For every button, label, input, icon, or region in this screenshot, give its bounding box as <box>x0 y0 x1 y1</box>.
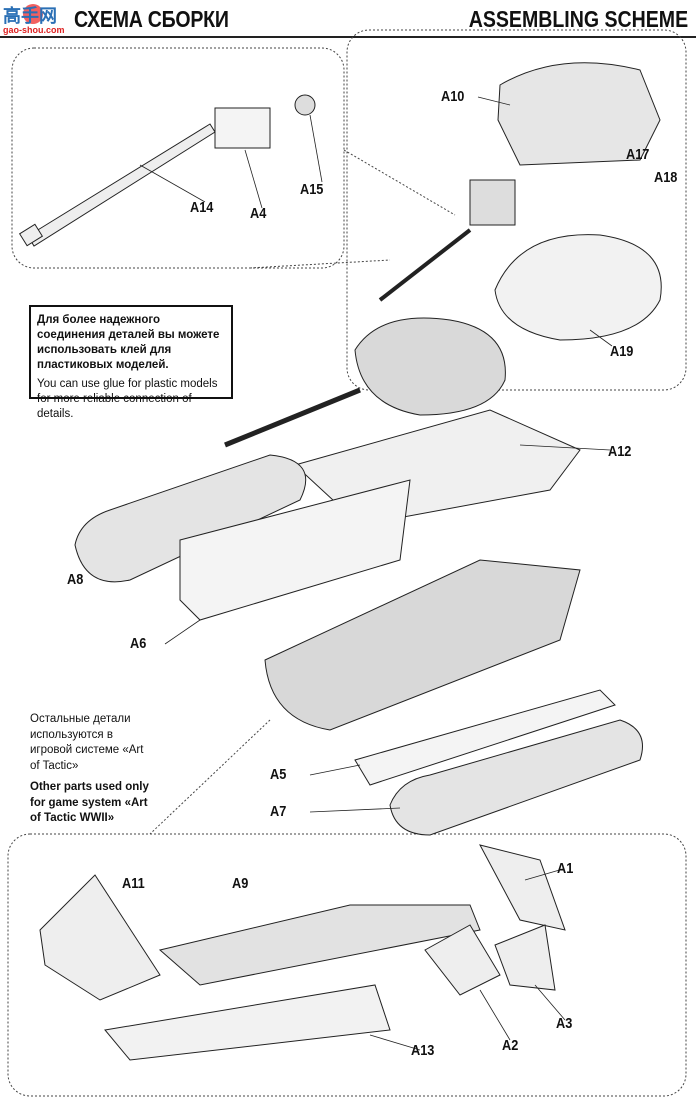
glue-note-en: You can use glue for plastic models for … <box>37 378 218 420</box>
other-parts-en: Other parts used only for game system «A… <box>30 781 149 824</box>
part-label-a5: A5 <box>270 766 287 783</box>
part-label-a13: A13 <box>411 1042 435 1059</box>
gun-detail-box <box>11 47 345 269</box>
part-label-a8: A8 <box>67 571 84 588</box>
track-a7 <box>389 719 643 836</box>
title-russian: СХЕМА СБОРКИ <box>74 6 229 32</box>
part-label-a2: A2 <box>502 1037 519 1054</box>
part-label-a15: A15 <box>300 181 324 198</box>
turret-top-a10 <box>497 62 661 166</box>
watermark-text: 高手网 <box>3 6 57 26</box>
part-label-a17: A17 <box>626 146 650 163</box>
part-a2 <box>424 924 501 996</box>
part-label-a18: A18 <box>654 169 678 186</box>
part-label-a12: A12 <box>608 443 632 460</box>
header: 高手网 gao-shou.com СХЕМА СБОРКИ ASSEMBLING… <box>0 0 696 38</box>
watermark-url: gao-shou.com <box>3 25 65 35</box>
other-parts-note: Остальные детали используются в игровой … <box>30 712 150 827</box>
glue-note: Для более надежного соединения деталей в… <box>29 305 233 420</box>
side-a6 <box>179 479 411 621</box>
part-label-a9: A9 <box>232 875 249 892</box>
title-english: ASSEMBLING SCHEME <box>468 6 688 32</box>
turret-ring-a19 <box>494 234 662 341</box>
other-parts-ru: Остальные детали используются в игровой … <box>30 713 144 772</box>
part-label-a7: A7 <box>270 803 287 820</box>
bottom-plate-a13 <box>104 984 391 1061</box>
thumb-icon <box>23 4 43 24</box>
chassis-a9 <box>264 559 581 731</box>
watermark-logo: 高手网 gao-shou.com <box>3 2 71 36</box>
part-label-a4: A4 <box>250 205 267 222</box>
part-label-a6: A6 <box>130 635 147 652</box>
gun-barrel-a14 <box>18 94 316 247</box>
side-a5 <box>354 689 616 786</box>
frame-a9 <box>158 904 481 986</box>
pin-a15 <box>294 94 316 116</box>
rear-a1 <box>479 844 566 931</box>
hull-detail-box <box>7 833 687 1097</box>
part-label-a14: A14 <box>190 199 214 216</box>
part-label-a1: A1 <box>557 860 574 877</box>
part-label-a3: A3 <box>556 1015 573 1032</box>
glue-note-ru: Для более надежного соединения деталей в… <box>37 314 220 371</box>
track-a8 <box>74 454 307 583</box>
turret-assembled <box>354 317 506 416</box>
front-plate-a11 <box>39 874 161 1001</box>
part-label-a19: A19 <box>610 343 634 360</box>
part-label-a10: A10 <box>441 88 465 105</box>
part-label-a11: A11 <box>122 875 145 892</box>
part-a3 <box>494 924 556 991</box>
mantlet-a4 <box>214 107 271 149</box>
